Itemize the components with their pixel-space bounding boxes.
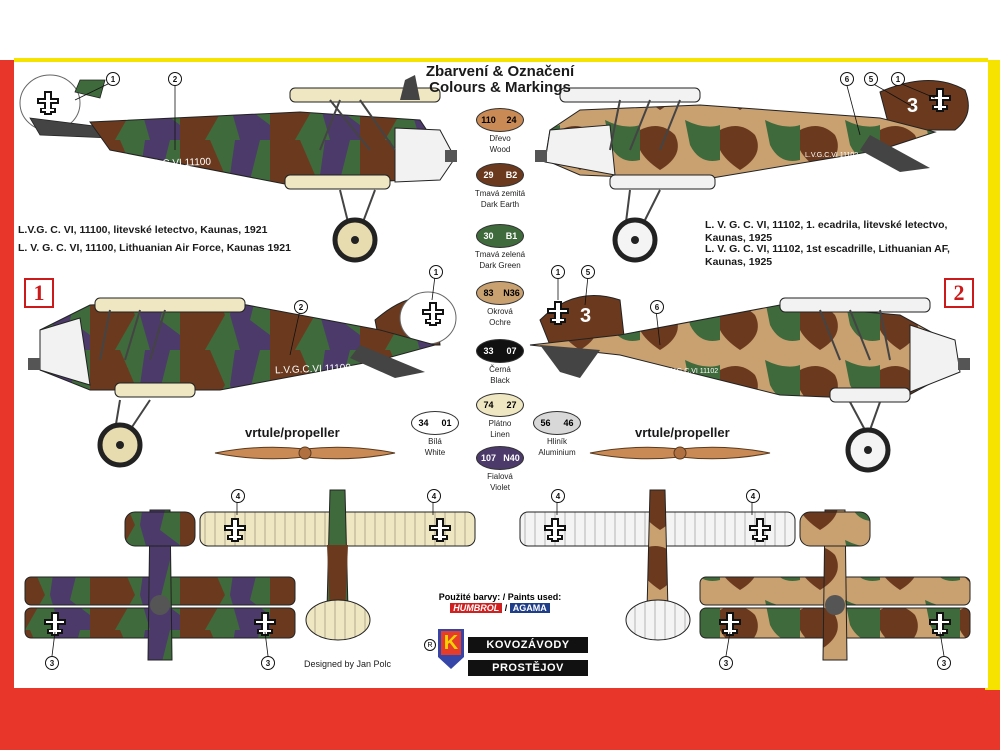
- callout-1: 1: [551, 265, 565, 279]
- profile-badge-2: 2: [944, 278, 974, 308]
- callout-4: 4: [427, 489, 441, 503]
- fuselage-serial-2a: L.V.G.C.VI 11102: [805, 152, 859, 159]
- fuselage-serial-2b: L.V.G.C.VI 11102: [665, 368, 719, 375]
- registered-mark: R: [424, 639, 436, 651]
- profile-badge-1: 1: [24, 278, 54, 308]
- maker-name-line2: PROSTĚJOV: [468, 660, 588, 676]
- plan-view-2-bottom: [519, 489, 796, 641]
- maker-name-line1: KOVOZÁVODY: [468, 637, 588, 653]
- fuselage-number-2b: 3: [580, 305, 592, 327]
- callout-5: 5: [581, 265, 595, 279]
- callout-3: 3: [937, 656, 951, 670]
- profile-1-side-a: [19, 74, 457, 263]
- callout-3: 3: [45, 656, 59, 670]
- caption-2-cz: L. V. G. C. VI, 11102, 1. ecadrila, lite…: [705, 219, 948, 244]
- plan-view-2-top: [699, 509, 971, 661]
- callout-4: 4: [231, 489, 245, 503]
- callout-3: 3: [719, 656, 733, 670]
- paint-brands: HUMBROL / AGAMA: [420, 603, 580, 613]
- k-shield-icon: K: [438, 629, 464, 669]
- propeller-left: [214, 446, 396, 460]
- caption-2-en: L. V. G. C. VI, 11102, 1st escadrille, L…: [705, 243, 950, 268]
- paints-and-maker: Použité barvy: / Paints used: HUMBROL / …: [420, 592, 588, 677]
- agama-logo: AGAMA: [509, 603, 550, 613]
- callout-5: 5: [864, 72, 878, 86]
- caption-1-en: L. V. G. C. VI, 11100, Lithuanian Air Fo…: [18, 242, 291, 254]
- callout-2: 2: [294, 300, 308, 314]
- plan-view-1-top: [24, 509, 296, 661]
- profile-1-side-b: [28, 291, 457, 468]
- callout-1: 1: [106, 72, 120, 86]
- profile-2-side-a: [535, 80, 969, 263]
- paints-used-label: Použité barvy: / Paints used:: [438, 592, 562, 602]
- callout-2: 2: [168, 72, 182, 86]
- title-cz: Zbarvení & Označení: [425, 63, 575, 80]
- profile-2-side-b: [529, 295, 970, 473]
- callout-6: 6: [840, 72, 854, 86]
- callout-1: 1: [429, 265, 443, 279]
- propeller-label-right: vrtule/propeller: [635, 425, 730, 440]
- title-en: Colours & Markings: [429, 79, 571, 96]
- designer-credit: Designed by Jan Polc: [304, 659, 392, 669]
- propeller-right: [589, 446, 771, 460]
- propeller-label-left: vrtule/propeller: [245, 425, 340, 440]
- fuselage-number-2a: 3: [907, 95, 919, 117]
- humbrol-logo: HUMBROL: [450, 603, 503, 613]
- callout-leaders: [51, 81, 945, 657]
- plan-view-1-bottom: [199, 489, 476, 641]
- callout-6: 6: [650, 300, 664, 314]
- kovozavody-logo: R K KOVOZÁVODY PROSTĚJOV: [424, 615, 588, 677]
- callout-4: 4: [746, 489, 760, 503]
- callout-4: 4: [551, 489, 565, 503]
- callout-3: 3: [261, 656, 275, 670]
- callout-1: 1: [891, 72, 905, 86]
- caption-1-cz: L.V.G. C. VI, 11100, litevské letectvo, …: [18, 224, 268, 236]
